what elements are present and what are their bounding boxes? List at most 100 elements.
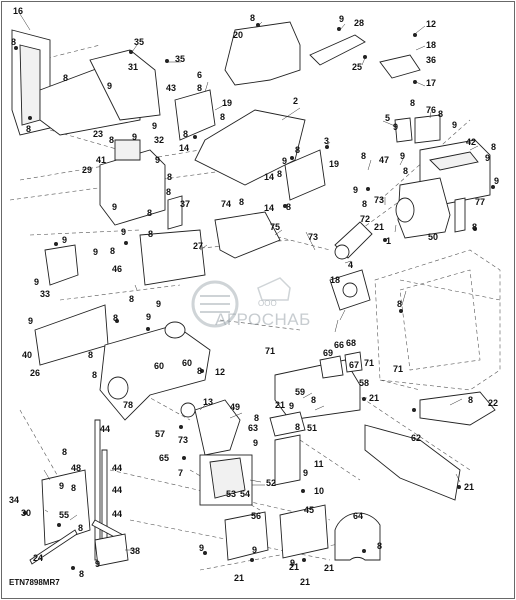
callout-18: 18 xyxy=(330,275,340,285)
callout-60: 60 xyxy=(182,358,192,368)
callout-22: 22 xyxy=(488,398,498,408)
callout-73: 73 xyxy=(374,195,384,205)
callout-8: 8 xyxy=(148,229,153,239)
callout-8: 8 xyxy=(239,197,244,207)
part-77-plate xyxy=(454,197,466,233)
callout-26: 26 xyxy=(30,368,40,378)
callout-42: 42 xyxy=(466,137,476,147)
callout-8: 8 xyxy=(88,350,93,360)
callout-8: 8 xyxy=(468,395,473,405)
part-5-bracket xyxy=(394,117,413,143)
callout-23: 23 xyxy=(93,129,103,139)
callout-9: 9 xyxy=(28,316,33,326)
part-22-plate xyxy=(419,391,496,426)
callout-9: 9 xyxy=(353,185,358,195)
part-55-strip xyxy=(29,529,78,565)
callout-9: 9 xyxy=(59,481,64,491)
callout-9: 9 xyxy=(253,438,258,448)
part-62-shield xyxy=(364,424,461,501)
part-11-clamp xyxy=(274,434,301,486)
callout-8: 8 xyxy=(78,523,83,533)
callout-21: 21 xyxy=(300,577,310,587)
callout-9: 9 xyxy=(155,155,160,165)
callout-8: 8 xyxy=(197,83,202,93)
callout-41: 41 xyxy=(96,155,106,165)
callout-8: 8 xyxy=(472,222,477,232)
part-26-shield xyxy=(34,304,109,366)
callout-21: 21 xyxy=(324,563,334,573)
callout-65: 65 xyxy=(159,453,169,463)
callout-8: 8 xyxy=(491,142,496,152)
part-41-clip xyxy=(114,139,141,161)
callout-9: 9 xyxy=(107,81,112,91)
leader-lines xyxy=(19,13,479,551)
callout-66: 66 xyxy=(334,340,344,350)
callout-8: 8 xyxy=(129,294,134,304)
callout-8: 8 xyxy=(63,73,68,83)
callout-8: 8 xyxy=(410,98,415,108)
part-38-plate xyxy=(94,533,129,567)
callout-78: 78 xyxy=(123,400,133,410)
callout-9: 9 xyxy=(289,401,294,411)
callout-44: 44 xyxy=(100,424,110,434)
callout-37: 37 xyxy=(180,199,190,209)
callout-71: 71 xyxy=(364,358,374,368)
callout-44: 44 xyxy=(112,485,122,495)
callout-9: 9 xyxy=(93,247,98,257)
callout-9: 9 xyxy=(112,202,117,212)
callout-8: 8 xyxy=(295,145,300,155)
part-30-plate xyxy=(41,469,91,546)
callout-14: 14 xyxy=(179,143,189,153)
part-20-cover xyxy=(224,21,301,86)
callout-8: 8 xyxy=(11,37,16,47)
callout-8: 8 xyxy=(295,422,300,432)
callout-17: 17 xyxy=(426,78,436,88)
callout-14: 14 xyxy=(264,203,274,213)
callout-9: 9 xyxy=(121,227,126,237)
part-50-housing xyxy=(397,177,451,239)
part-78-clamp xyxy=(107,376,129,400)
callout-29: 29 xyxy=(82,165,92,175)
callout-21: 21 xyxy=(289,562,299,572)
callout-8: 8 xyxy=(397,299,402,309)
callout-8: 8 xyxy=(403,166,408,176)
callout-12: 12 xyxy=(215,367,225,377)
callout-52: 52 xyxy=(266,478,276,488)
callout-68: 68 xyxy=(346,338,356,348)
callout-58: 58 xyxy=(359,378,369,388)
callout-8: 8 xyxy=(362,199,367,209)
callout-51: 51 xyxy=(307,423,317,433)
callout-8: 8 xyxy=(92,370,97,380)
callout-9: 9 xyxy=(132,132,137,142)
watermark-logo: ООО АГРОСНАБ xyxy=(191,277,310,329)
callout-32: 32 xyxy=(154,135,164,145)
callout-8: 8 xyxy=(183,129,188,139)
callout-8: 8 xyxy=(167,172,172,182)
callout-60: 60 xyxy=(154,361,164,371)
callout-47: 47 xyxy=(379,155,389,165)
callout-9: 9 xyxy=(95,559,100,569)
callout-75: 75 xyxy=(270,222,280,232)
part-3-bracket xyxy=(284,149,326,201)
callout-54: 54 xyxy=(240,489,250,499)
callout-9: 9 xyxy=(62,235,67,245)
callout-8: 8 xyxy=(110,246,115,256)
callout-16: 16 xyxy=(13,6,23,16)
callout-31: 31 xyxy=(128,62,138,72)
callout-9: 9 xyxy=(146,312,151,322)
callout-9: 9 xyxy=(485,153,490,163)
callout-8: 8 xyxy=(166,187,171,197)
part-63-bracket xyxy=(269,411,306,437)
callout-7: 7 xyxy=(178,468,183,478)
callout-18: 18 xyxy=(426,40,436,50)
callout-74: 74 xyxy=(221,199,231,209)
watermark-prefix: ООО xyxy=(258,299,277,308)
callout-50: 50 xyxy=(428,232,438,242)
callout-77: 77 xyxy=(475,197,485,207)
callout-9: 9 xyxy=(400,151,405,161)
callout-63: 63 xyxy=(248,423,258,433)
part-2-panel xyxy=(194,109,306,186)
callout-9: 9 xyxy=(199,543,204,553)
